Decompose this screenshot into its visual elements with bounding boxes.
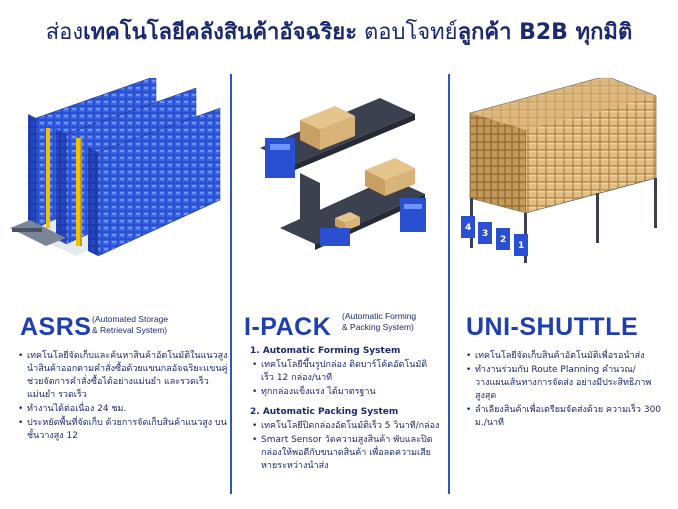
title-part-b: เทคโนโลยีคลังสินค้าอัจฉริยะ — [83, 20, 358, 45]
unishuttle-illustration: 4 3 2 1 — [461, 78, 657, 263]
title-part-a: ส่อง — [45, 20, 84, 45]
ipack-section2-title: 2. Automatic Packing System — [250, 407, 399, 417]
unishuttle-title: UNI-SHUTTLE — [466, 313, 639, 341]
unishuttle-bullets: เทคโนโลยีจัดเก็บสินค้าอัตโนมัติเพื่อรอนำ… — [466, 350, 666, 431]
list-item: ทำงานได้ต่อเนื่อง 24 ชม. — [18, 403, 228, 416]
list-item: Smart Sensor วัดความสูงสินค้า พับและปิดก… — [252, 434, 442, 473]
asrs-illustration — [10, 78, 221, 257]
divider-right — [448, 74, 450, 494]
ipack-section1-title: 1. Automatic Forming System — [250, 346, 401, 356]
asrs-title: ASRS — [20, 313, 92, 341]
page-title: ส่องเทคโนโลยีคลังสินค้าอัจฉริยะ ตอบโจทย์… — [0, 14, 678, 49]
list-item: ทำงานร่วมกับ Route Planning คำนวณ/วางแผน… — [466, 364, 666, 403]
list-item: เทคโนโลยีจัดเก็บสินค้าอัตโนมัติเพื่อรอนำ… — [466, 350, 666, 363]
divider-left — [230, 74, 232, 494]
bay-number-1: 1 — [518, 241, 524, 251]
asrs-bullets: เทคโนโลยีจัดเก็บและค้นหาสินค้าอัตโนมัติใ… — [18, 350, 228, 444]
bay-number-3: 3 — [482, 229, 488, 239]
list-item: ลำเลียงสินค้าเพื่อเตรียมจัดส่งด้วย ความเ… — [466, 404, 666, 430]
list-item: ประหยัดพื้นที่จัดเก็บ ด้วยการจัดเก็บสินค… — [18, 417, 228, 443]
asrs-subtitle-line2: & Retrieval System) — [92, 325, 168, 335]
title-part-c: ตอบโจทย์ — [357, 20, 458, 45]
ipack-subtitle-line2: & Packing System) — [342, 322, 414, 332]
list-item: เทคโนโลยีปิดกล่องอัตโนมัติเร็ว 5 วินาที/… — [252, 420, 442, 433]
ipack-section1-bullets: เทคโนโลยีขึ้นรูปกล่อง ติดบาร์โค้ดอัตโนมั… — [252, 359, 442, 400]
list-item: ทุกกล่องแข็งแรง ได้มาตรฐาน — [252, 386, 442, 399]
ipack-section2-bullets: เทคโนโลยีปิดกล่องอัตโนมัติเร็ว 5 วินาที/… — [252, 420, 442, 474]
title-part-d: ลูกค้า B2B ทุกมิติ — [457, 20, 633, 45]
ipack-title: I-PACK — [244, 313, 332, 341]
list-item: เทคโนโลยีขึ้นรูปกล่อง ติดบาร์โค้ดอัตโนมั… — [252, 359, 442, 385]
list-item: เทคโนโลยีจัดเก็บและค้นหาสินค้าอัตโนมัติใ… — [18, 350, 228, 402]
asrs-subtitle-line1: (Automated Storage — [92, 314, 169, 324]
ipack-subtitle-line1: (Automatic Forming — [342, 311, 417, 321]
ipack-subtitle: (Automatic Forming & Packing System) — [342, 311, 416, 333]
ipack-illustration — [260, 98, 426, 250]
bay-number-4: 4 — [465, 223, 471, 233]
asrs-subtitle: (Automated Storage & Retrieval System) — [92, 314, 168, 336]
bay-number-2: 2 — [500, 235, 506, 245]
